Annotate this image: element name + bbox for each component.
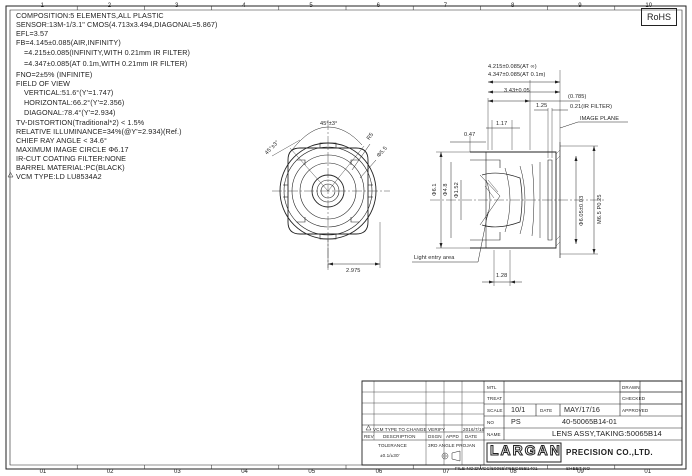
note-vcm: VCM TYPE:LD LU8534A2 [16, 172, 102, 181]
tb-part-no: 40-50065B14-01 [562, 417, 617, 426]
tb-approved-label: APPROVED [622, 408, 649, 413]
note-barrel: BARREL MATERIAL:PC(BLACK) [16, 163, 125, 172]
dim-d152: Φ1.52 [454, 182, 460, 198]
zone-label-top: 10 [645, 3, 653, 9]
dim-thread: M6.5 P0.25 [597, 194, 603, 224]
tb-treat-label: TREAT [487, 396, 503, 401]
note-fov-diagonal: DIAGONAL:78.4°(Y'=2.934) [24, 108, 116, 117]
tb-rev-desc: VCM TYPE TO CHANGE VERIFY [373, 426, 446, 432]
label-light-entry: Light entry area [414, 255, 455, 261]
title-block-lines [8, 173, 682, 466]
zone-label-top: 2 [107, 3, 112, 9]
note-fov-vertical: VERTICAL:51.6°(Y'=1.747) [24, 88, 114, 97]
note-fb-01m: =4.347±0.085(AT 0.1m,WITH 0.21mm IR FILT… [24, 59, 188, 68]
note-ir-cut: IR-CUT COATING FILTER:NONE [16, 154, 127, 163]
dim-fb-01m: 4.347±0.085(AT 0.1m) [488, 72, 546, 78]
note-sensor: SENSOR:13M-1/3.1" CMOS(4.713x3.494,DIAGO… [16, 20, 218, 29]
company-name: PRECISION CO.,LTD. [566, 448, 654, 457]
tb-tolerance-value: ±0.1/±30' [380, 453, 400, 458]
label-image-plane: IMAGE PLANE [580, 116, 620, 122]
zone-label-bottom: 01 [39, 469, 47, 475]
tb-tolerance-label: TOLERANCE [378, 443, 407, 448]
tb-no-label: NO [487, 420, 495, 425]
zone-label-bottom: 02 [106, 469, 114, 475]
tb-drawn-label: DRAWN [622, 385, 640, 390]
tb-scale-label: SCALE [487, 408, 503, 413]
tb-rev-date: 2016/7/16 [463, 426, 485, 432]
tb-description-label: DESCRIPTION [383, 434, 416, 439]
side-view [412, 70, 628, 286]
note-fov-horizontal: HORIZONTAL:66.2°(Y'=2.356) [24, 98, 125, 107]
zone-label-top: 6 [376, 3, 380, 9]
tb-date-label: DATE [540, 408, 553, 413]
tb-rev-label: REV [364, 434, 374, 439]
note-illuminance: RELATIVE ILLUMINANCE=34%(@Y'=2.934)(Ref.… [16, 127, 182, 136]
dim-047: 0.47 [464, 132, 476, 138]
sheet-no: SHEET NO [566, 466, 591, 471]
dim-128: 1.28 [496, 273, 508, 279]
note-image-circle: MAXIMUM IMAGE CIRCLE Φ6.17 [16, 145, 129, 154]
note-composition: COMPOSITION:5 ELEMENTS,ALL PLASTIC [16, 11, 164, 20]
sheet-border [6, 6, 686, 469]
dim-angle-top: 45°±3° [320, 121, 338, 127]
dim-117: 1.17 [496, 121, 508, 127]
note-cra: CHIEF RAY ANGLE < 34.6° [16, 136, 107, 145]
note-fb-infinity: =4.215±0.085(INFINITY,WITH 0.21mm IR FIL… [24, 48, 191, 57]
dim-0785: (0.785) [568, 94, 587, 100]
dim-fb-infinity: 4.215±0.085(AT ∞) [488, 64, 537, 70]
tb-name-label: NAME [487, 432, 501, 437]
note-distortion: TV-DISTORTION(Traditional*2) < 1.5% [16, 118, 145, 127]
dim-125: 1.25 [536, 103, 548, 109]
zone-label-bottom: 07 [442, 469, 450, 475]
zone-label-top: 7 [443, 3, 448, 9]
zone-label-top: 1 [40, 3, 44, 9]
zone-label-top: 3 [175, 3, 179, 9]
zone-label-top: 4 [242, 3, 246, 9]
tb-date-value: MAY/17/16 [564, 405, 600, 414]
zone-label-bottom: 04 [241, 469, 248, 475]
tb-checked-label: CHECKED [622, 396, 646, 401]
rohs-badge: RoHS [641, 8, 677, 26]
front-view [272, 120, 390, 270]
dim-ir-filter: 0.21(IR FILTER) [570, 104, 613, 110]
tb-date-label-rev: DATE [465, 434, 478, 439]
tb-dsgn-label: DSGN [428, 434, 442, 439]
dim-d48: Φ4.8 [443, 183, 449, 196]
tb-appd-label: APPD [446, 434, 459, 439]
zone-label-top: 8 [511, 3, 515, 9]
tb-name-value: LENS ASSY,TAKING:50065B14 [552, 429, 662, 438]
zone-label-bottom: 08 [510, 469, 517, 475]
dim-d605: Φ6.05±0.03 [579, 195, 585, 226]
note-fno: FNO=2±5% (INFINITE) [16, 70, 93, 79]
tb-angle-label: 3RD ANGLE PROJAN [428, 443, 476, 448]
zone-label-bottom: 05 [308, 469, 316, 475]
zone-label-bottom: 09 [577, 469, 584, 475]
dim-d61: Φ6.1 [432, 183, 438, 196]
zone-label-bottom: 03 [174, 469, 181, 475]
tb-mtl-label: MTL [487, 385, 497, 390]
tb-scale-value: 10/1 [511, 405, 526, 414]
zone-label-bottom: 01 [644, 469, 652, 475]
zone-label-bottom: 06 [375, 469, 383, 475]
largan-logo: LARGAN [490, 442, 562, 459]
note-fb-air: FB=4.145±0.085(AIR,INFINITY) [16, 38, 121, 47]
note-efl: EFL=3.57 [16, 29, 49, 38]
note-fov: FIELD OF VIEW [16, 79, 71, 88]
dim-2975: 2.975 [346, 268, 361, 274]
tb-ps-value: PS [511, 417, 521, 426]
dim-343: 3.43±0.05 [504, 88, 530, 94]
zone-label-top: 5 [309, 3, 313, 9]
file-no: FILE NO:DWGC\50065\P5EG65B1401 [455, 466, 538, 471]
zone-label-top: 9 [578, 3, 582, 9]
